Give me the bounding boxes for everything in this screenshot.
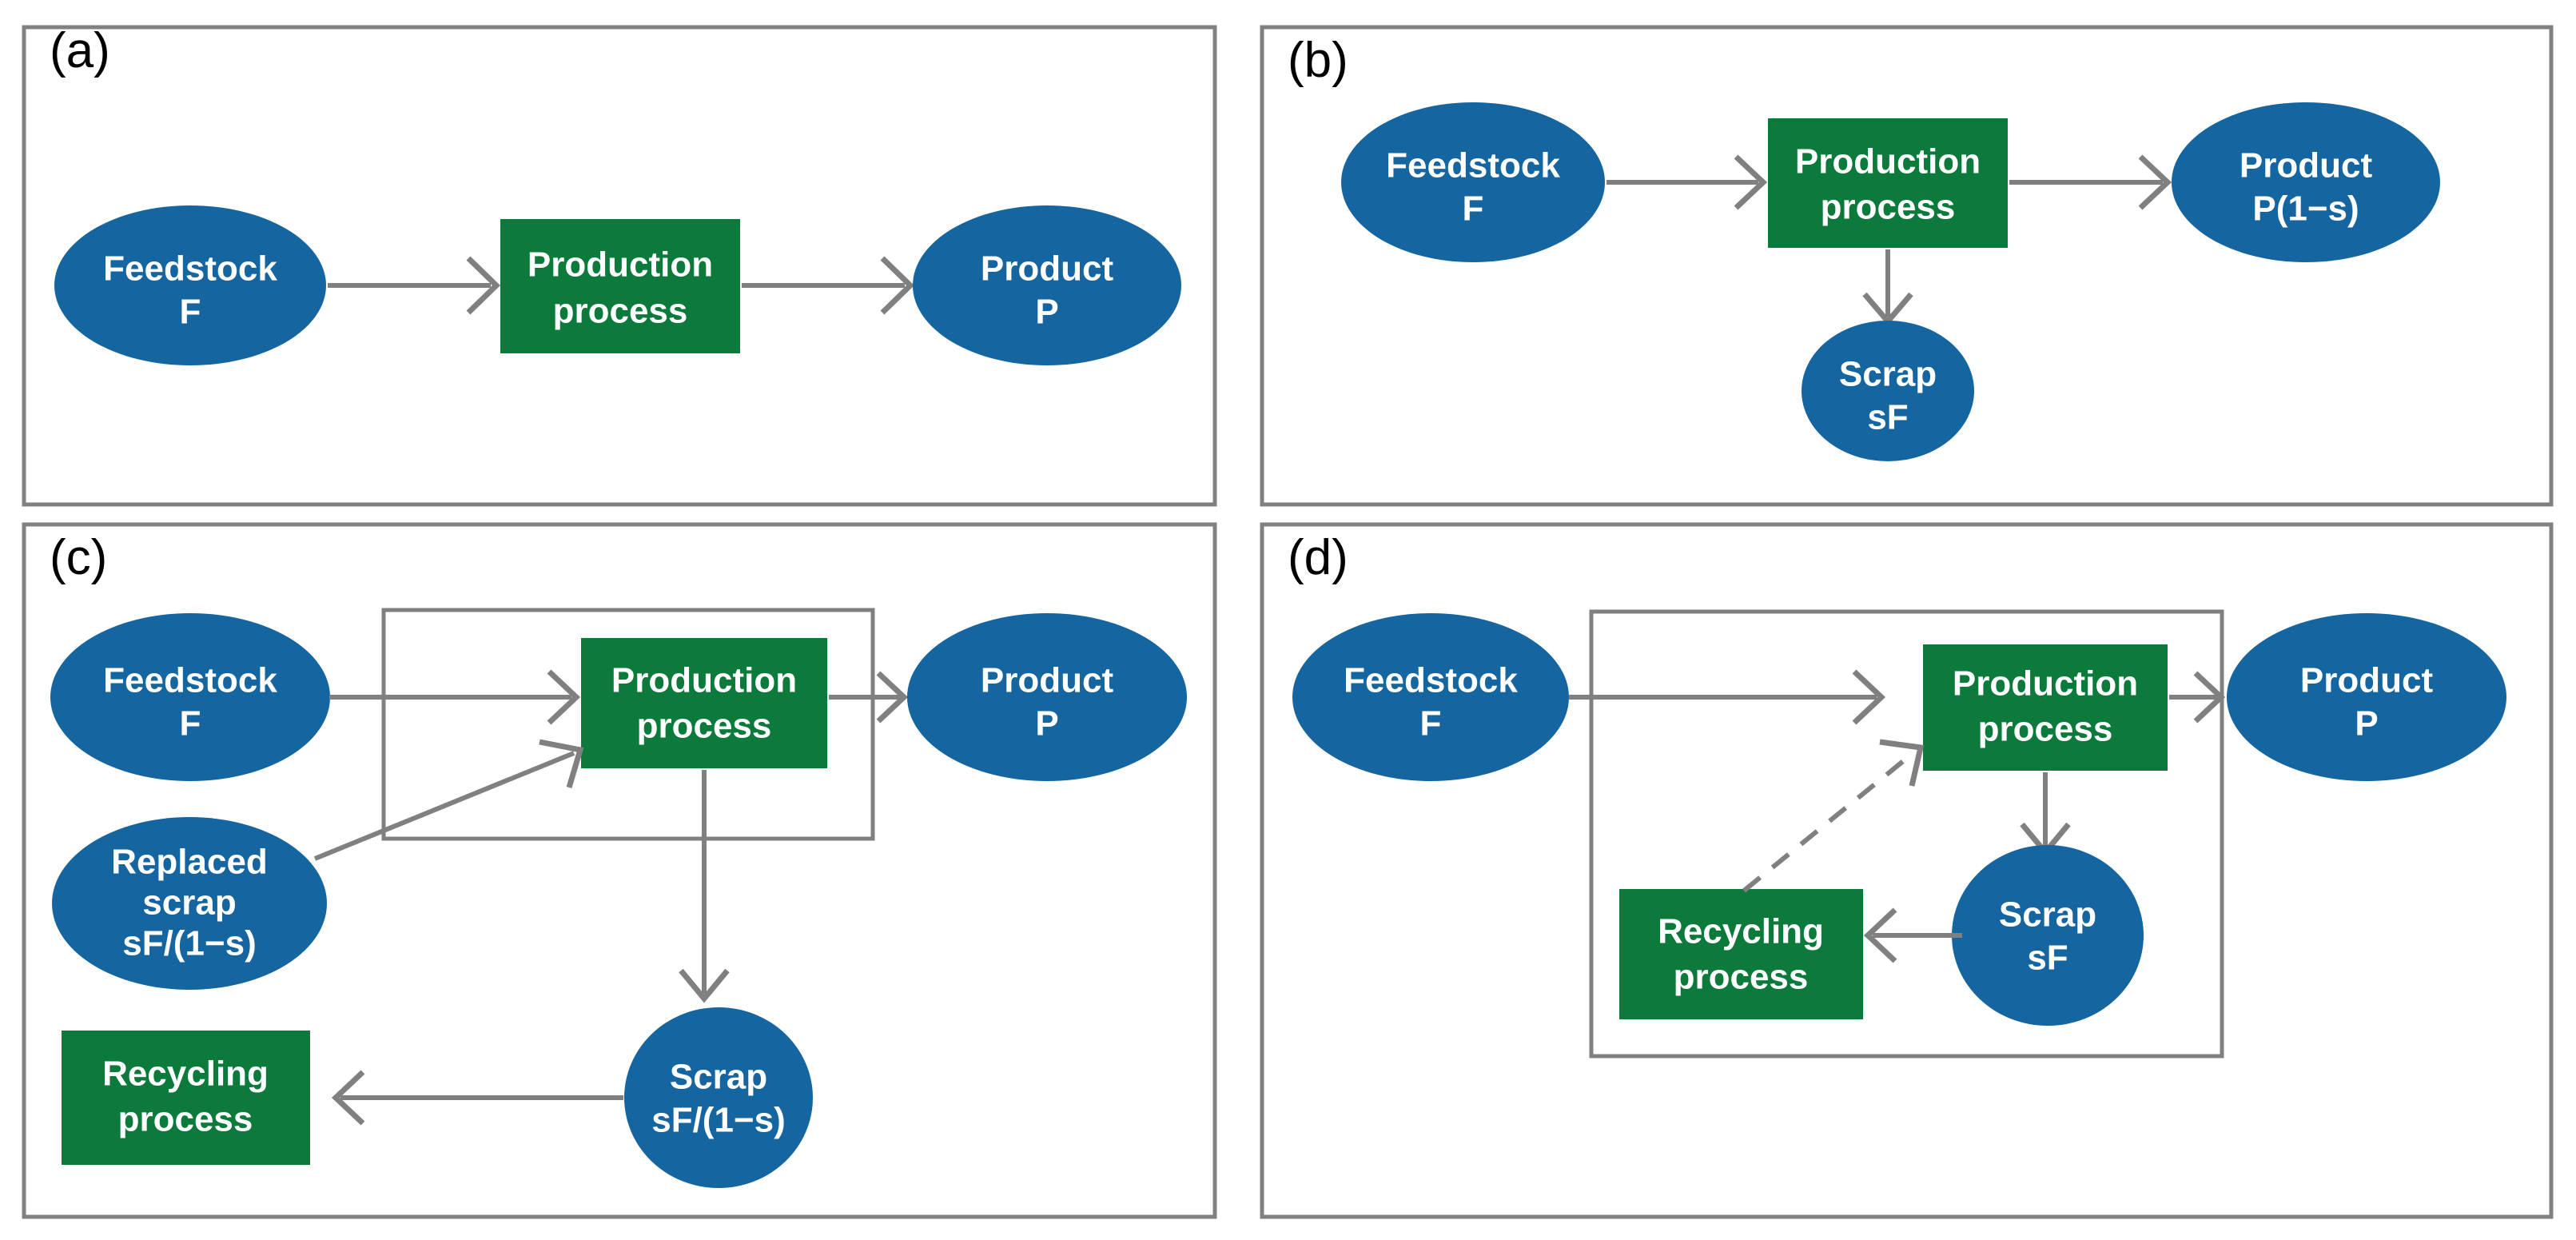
production-label-line1-c: Production — [611, 661, 797, 700]
arrow-production-to-product-b — [2009, 154, 2172, 210]
arrow-production-to-product-c — [829, 671, 909, 724]
panel-b-tag: (b) — [1288, 33, 1348, 88]
recycling-label-line2-c: process — [118, 1100, 253, 1139]
product-ellipse-c — [907, 613, 1187, 781]
feedstock-label-line1-d: Feedstock — [1344, 661, 1518, 700]
node-recycling-d: Recycling process — [1619, 889, 1863, 1019]
feedstock-label-line1-b: Feedstock — [1386, 146, 1560, 185]
panel-a: (a) Feedstock F Production process Produ… — [22, 23, 1217, 507]
product-label-line1-a: Product — [981, 249, 1114, 289]
node-feedstock-b: Feedstock F — [1341, 102, 1605, 262]
replaced-scrap-ellipse-c — [52, 817, 327, 990]
feedstock-ellipse-c — [50, 613, 330, 781]
production-label-line2-a: process — [553, 292, 688, 331]
arrow-scrap-to-recycling-d — [1863, 907, 1962, 963]
scrap-label-line2-d: sF — [2027, 939, 2068, 978]
product-ellipse-a — [913, 205, 1181, 365]
system-boundary-c — [381, 608, 875, 841]
product-ellipse-d — [2227, 613, 2506, 781]
node-production-a: Production process — [500, 219, 740, 353]
recycling-label-line1-c: Recycling — [102, 1055, 269, 1094]
node-recycling-c: Recycling process — [62, 1031, 310, 1165]
arrow-recycling-to-production-dashed-d — [1742, 739, 1925, 893]
scrap-ellipse-c — [624, 1007, 813, 1188]
feedstock-label-line2-a: F — [180, 293, 201, 332]
product-label-line2-a: P — [1035, 293, 1058, 332]
production-label-line1-b: Production — [1795, 142, 1981, 181]
feedstock-label-line2-d: F — [1420, 704, 1442, 744]
production-label-line1-d: Production — [1953, 664, 2138, 704]
node-scrap-b: Scrap sF — [1802, 321, 1974, 461]
product-label-line2-c: P — [1035, 704, 1058, 744]
node-production-c: Production process — [581, 638, 827, 768]
arrow-production-to-product-d — [2169, 671, 2226, 724]
recycling-label-line2-d: process — [1674, 958, 1809, 997]
feedstock-label-line2-c: F — [180, 704, 201, 744]
panel-a-tag: (a) — [50, 23, 110, 78]
product-label-line1-d: Product — [2300, 661, 2434, 700]
panel-c: (c) Feedstock F Production process — [22, 522, 1217, 1219]
recycling-label-line1-d: Recycling — [1658, 912, 1824, 951]
replaced-scrap-label-line2-c: scrap — [142, 883, 236, 923]
arrow-feedstock-to-production-c — [329, 669, 581, 725]
production-rect-c — [581, 638, 827, 768]
node-product-c: Product P — [907, 613, 1187, 781]
scrap-ellipse-b — [1802, 321, 1974, 461]
production-label-line2-b: process — [1821, 188, 1956, 227]
arrow-replaced-scrap-to-production-c — [313, 739, 584, 861]
feedstock-ellipse-b — [1341, 102, 1605, 262]
panel-c-tag: (c) — [50, 530, 107, 585]
product-label-line1-c: Product — [981, 661, 1114, 700]
feedstock-label-line2-b: F — [1463, 189, 1484, 229]
arrow-feedstock-to-production-b — [1607, 154, 1768, 210]
arrow-scrap-to-recycling-c — [331, 1070, 623, 1126]
node-product-a: Product P — [913, 205, 1181, 365]
recycling-rect-c — [62, 1031, 310, 1165]
panel-b: (b) Feedstock F Production process Produ… — [1260, 25, 2554, 507]
scrap-label-line1-c: Scrap — [670, 1058, 767, 1097]
node-feedstock-c: Feedstock F — [50, 613, 330, 781]
node-scrap-d: Scrap sF — [1952, 845, 2144, 1026]
feedstock-ellipse-a — [54, 205, 326, 365]
scrap-label-line2-c: sF/(1−s) — [651, 1101, 786, 1140]
node-scrap-c: Scrap sF/(1−s) — [624, 1007, 813, 1188]
feedstock-label-line1-a: Feedstock — [103, 249, 277, 289]
production-label-line2-c: process — [637, 707, 772, 746]
product-ellipse-b — [2172, 102, 2440, 262]
product-label-line2-d: P — [2355, 704, 2378, 744]
arrow-production-to-product-a — [742, 256, 915, 315]
node-replaced-scrap-c: Replaced scrap sF/(1−s) — [52, 817, 327, 990]
arrow-production-to-scrap-c — [679, 770, 730, 1003]
node-product-b: Product P(1−s) — [2172, 102, 2440, 262]
production-rect-b — [1768, 118, 2008, 248]
replaced-scrap-label-line1-c: Replaced — [111, 843, 268, 882]
node-production-b: Production process — [1768, 118, 2008, 248]
node-feedstock-d: Feedstock F — [1292, 613, 1569, 781]
node-production-d: Production process — [1923, 644, 2168, 771]
production-label-line2-d: process — [1978, 710, 2113, 749]
panel-d-tag: (d) — [1288, 530, 1348, 585]
arrow-feedstock-to-production-a — [328, 256, 501, 315]
node-product-d: Product P — [2227, 613, 2506, 781]
scrap-label-line1-d: Scrap — [1999, 895, 2096, 935]
production-rect-a — [500, 219, 740, 353]
scrap-label-line1-b: Scrap — [1839, 355, 1937, 394]
recycling-rect-d — [1619, 889, 1863, 1019]
feedstock-label-line1-c: Feedstock — [103, 661, 277, 700]
scrap-ellipse-d — [1952, 845, 2144, 1026]
system-boundary-d — [1589, 609, 2224, 1059]
product-label-line2-b: P(1−s) — [2252, 189, 2359, 229]
arrow-feedstock-to-production-d — [1569, 669, 1886, 725]
product-label-line1-b: Product — [2240, 146, 2373, 185]
panel-d: (d) Feedstock F Production process — [1260, 522, 2554, 1219]
scrap-label-line2-b: sF — [1867, 398, 1908, 437]
replaced-scrap-label-line3-c: sF/(1−s) — [122, 924, 257, 963]
node-feedstock-a: Feedstock F — [54, 205, 326, 365]
production-label-line1-a: Production — [528, 245, 713, 285]
production-rect-d — [1923, 644, 2168, 771]
feedstock-ellipse-d — [1292, 613, 1569, 781]
